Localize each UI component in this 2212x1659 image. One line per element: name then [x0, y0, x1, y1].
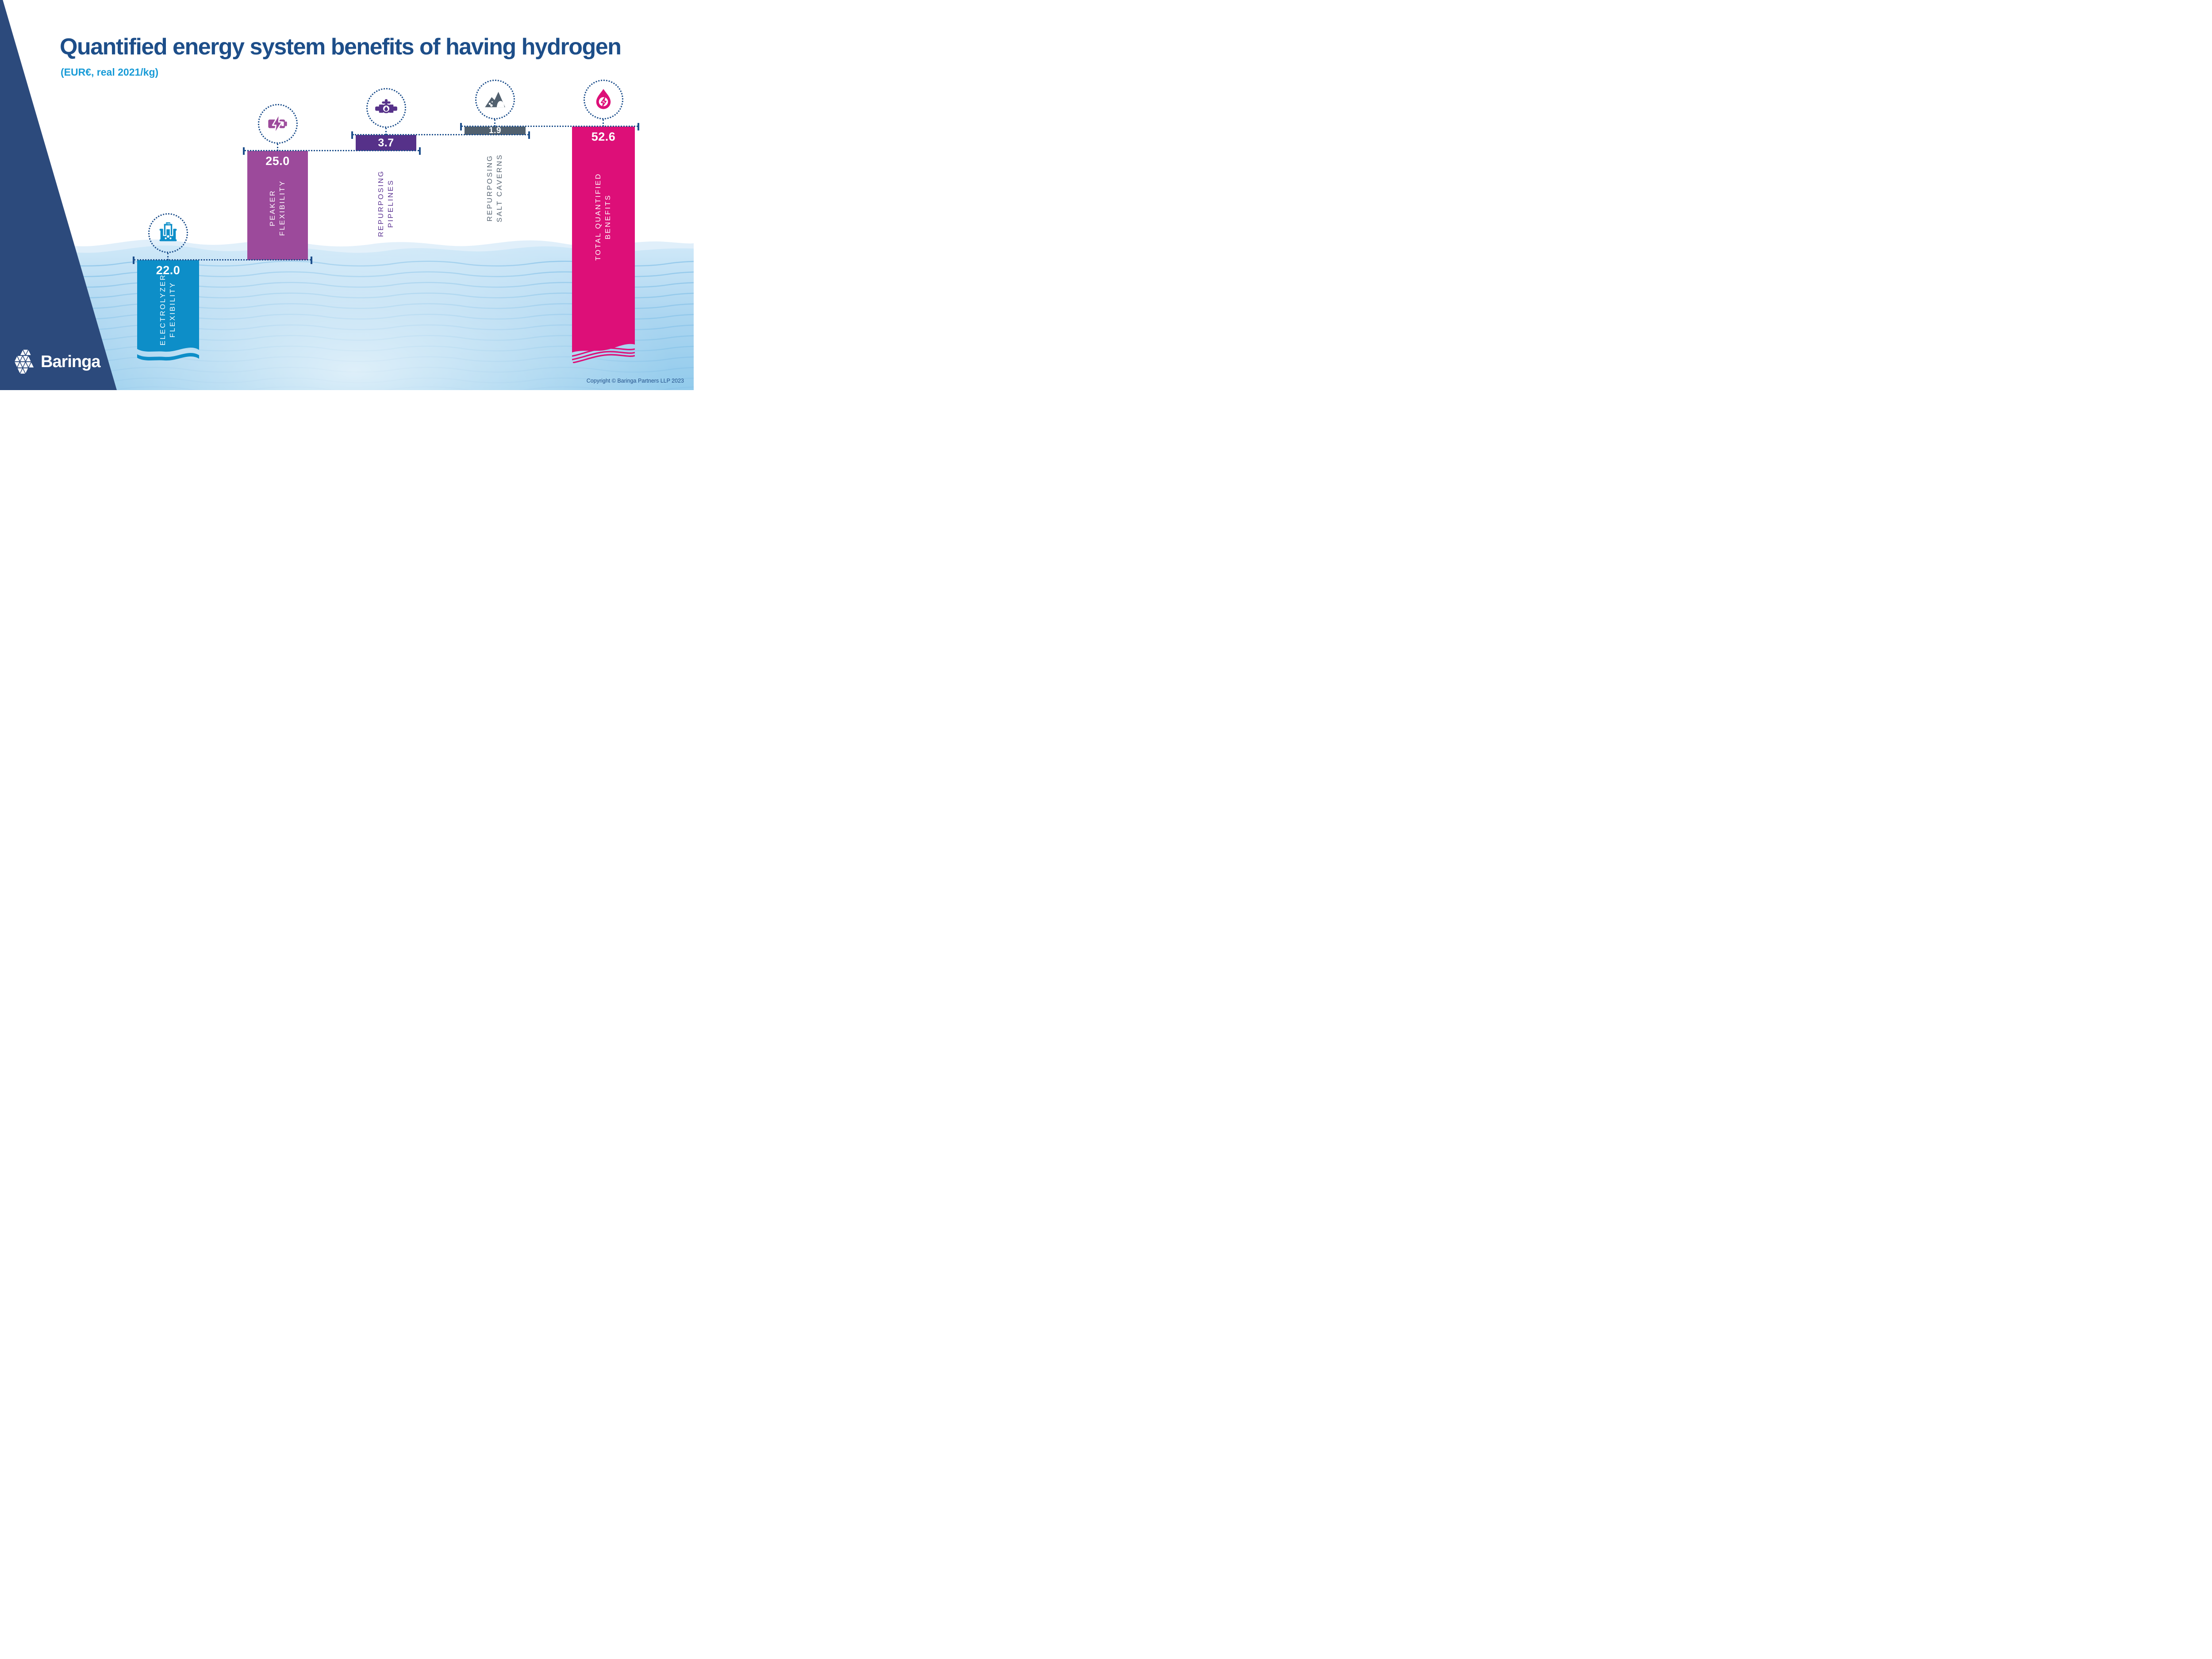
icon-connector — [385, 127, 387, 135]
baringa-triangle-snowflake-icon — [13, 349, 35, 374]
icon-connector — [276, 144, 278, 151]
bar-value: 52.6 — [591, 130, 616, 143]
battery-bolt-icon — [257, 104, 298, 144]
wave-bottom — [572, 341, 635, 363]
level-line-22 — [133, 256, 312, 264]
icon-connector — [167, 253, 169, 260]
level-line-52-6 — [460, 123, 639, 130]
page-subtitle: (EUR€, real 2021/kg) — [61, 66, 159, 78]
bar-value: 1.9 — [489, 126, 501, 135]
level-line-47 — [243, 147, 421, 155]
level-line-50-7 — [351, 131, 530, 139]
electrolyzer-icon — [148, 213, 188, 253]
droplet-bolt-icon — [584, 79, 623, 119]
page-title: Quantified energy system benefits of hav… — [60, 34, 622, 60]
bar-total-quantified-benefits: 52.6 — [572, 126, 635, 363]
icon-connector — [603, 119, 604, 126]
bar-repurposing-salt-caverns: 1.9 — [465, 126, 526, 135]
icon-connector — [494, 119, 495, 126]
wave-bottom — [137, 341, 199, 361]
copyright-notice: Copyright © Baringa Partners LLP 2023 — [586, 378, 684, 384]
bar-electrolyzer-flexibility: 22.0 — [137, 260, 199, 361]
bar-repurposing-pipelines: 3.7 — [356, 134, 416, 151]
bar-value: 22.0 — [156, 263, 180, 277]
salt-cavern-icon — [475, 79, 515, 119]
baringa-wordmark: Baringa — [41, 352, 100, 371]
bar-value: 25.0 — [265, 154, 290, 168]
infographic-canvas: Quantified energy system benefits of hav… — [0, 0, 694, 390]
pipeline-valve-icon — [366, 88, 406, 128]
bar-peaker-flexibility: 25.0 — [247, 151, 308, 260]
baringa-logo: Baringa — [12, 349, 100, 374]
bar-value: 3.7 — [378, 136, 394, 149]
